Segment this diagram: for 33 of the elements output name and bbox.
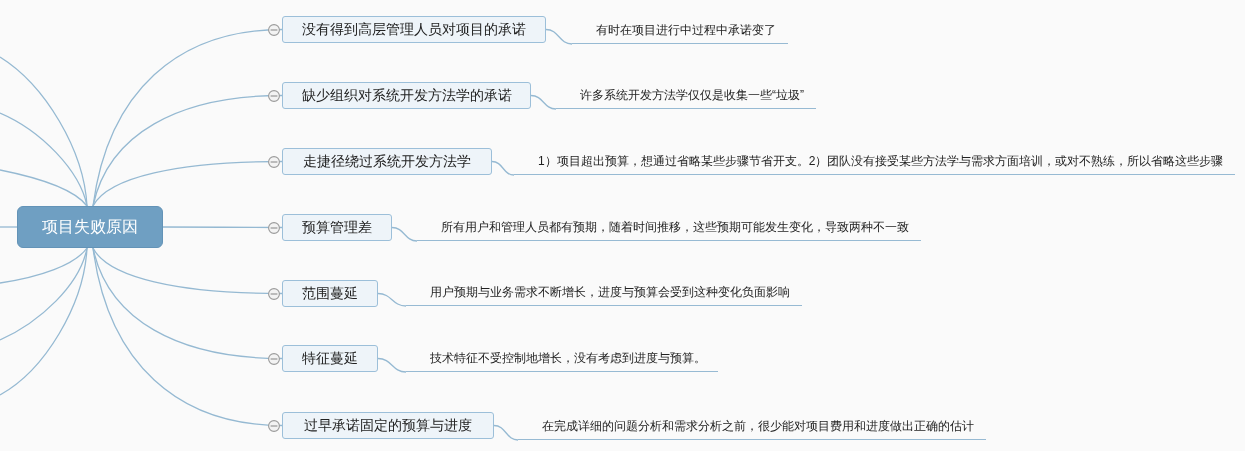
topic-box: 走捷径绕过系统开发方法学: [282, 148, 492, 175]
topic-box: 没有得到高层管理人员对项目的承诺: [282, 16, 546, 43]
underlined-note: 所有用户和管理人员都有预期，随着时间推移，这些预期可能发生变化，导致两种不一致: [417, 215, 921, 241]
connector-line: [0, 247, 88, 284]
connector-line: [0, 112, 88, 207]
connector-line: [493, 424, 519, 441]
connector-line: [0, 247, 88, 396]
underlined-note: 有时在项目进行中过程中承诺变了: [572, 18, 788, 44]
underlined-note: 1）项目超出预算，想通过省略某些步骤节省开支。2）团队没有接受某些方法学与需求方面培训，或对不熟练，所以省略这些步骤: [514, 149, 1236, 175]
underlined-note: 用户预期与业务需求不断增长，进度与预算会受到这种变化负面影响: [406, 280, 802, 306]
connector-line: [530, 94, 557, 110]
connector-line: [92, 247, 283, 295]
connector-line: [92, 247, 283, 427]
underlined-note: 在完成详细的问题分析和需求分析之前，很少能对项目费用和进度做出正确的估计: [518, 414, 986, 440]
topic-box: 特征蔓延: [282, 345, 378, 372]
connector-line: [162, 226, 283, 229]
underlined-note: 许多系统开发方法学仅仅是收集一些“垃圾”: [556, 83, 816, 109]
connector-line: [92, 94, 283, 207]
connector-line: [545, 28, 573, 45]
topic-box: 缺少组织对系统开发方法学的承诺: [282, 82, 531, 109]
topic-box: 预算管理差: [282, 214, 392, 241]
connector-line: [92, 160, 283, 207]
topic-box: 范围蔓延: [282, 280, 378, 307]
central-topic-box: 项目失败原因: [17, 206, 163, 248]
connector-line: [0, 169, 88, 207]
connector-line: [391, 226, 418, 242]
connector-line: [377, 292, 407, 307]
connector-line: [0, 226, 18, 228]
connector-line: [377, 357, 407, 373]
connector-line: [0, 56, 88, 207]
topic-box: 过早承诺固定的预算与进度: [282, 412, 494, 439]
connector-line: [491, 160, 515, 176]
underlined-note: 技术特征不受控制地增长，没有考虑到进度与预算。: [406, 346, 718, 372]
